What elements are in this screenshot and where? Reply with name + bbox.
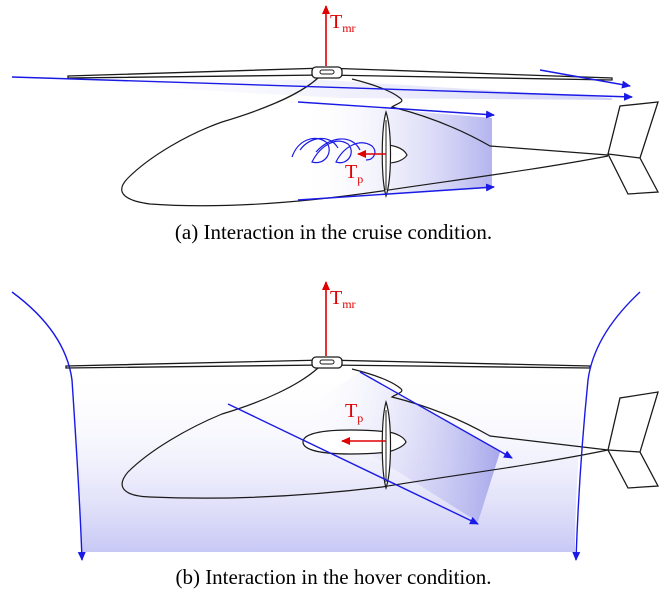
left-tip-vortex-arrow [11,291,86,561]
main-rotor-hub-cap [319,69,335,75]
fuselage-outline [121,367,609,499]
caption-cruise: (a) Interaction in the cruise condition. [174,220,493,244]
main-rotor-thrust-label: Tmr [330,287,356,311]
rotor-wake-shade [15,78,612,100]
caption-hover: (b) Interaction in the hover condition. [175,565,492,589]
propeller-swirl [291,137,376,164]
tail-fin [607,391,660,489]
propeller-upper-flow-arrow [297,101,495,119]
propeller-thrust-label: Tp [345,400,363,425]
propeller-thrust-label: Tp [345,161,363,186]
propeller-spinner [387,144,408,164]
propeller-lower-flow-arrow [297,183,495,201]
propeller-upper-flow-arrow [359,371,513,459]
main-rotor-thrust-label: Tmr [330,11,356,35]
right-tip-vortex-arrow [572,291,641,561]
panel-hover: Tmr Tp [11,281,660,561]
rotor-flow-arrow [11,76,633,101]
panel-cruise: Tmr Tp [11,5,660,207]
rotor-tip-flow-arrow [539,69,631,89]
main-rotor-hub-cap [319,359,335,365]
tail-fin [607,101,660,195]
propeller-nacelle [302,429,407,455]
propeller-lower-flow-arrow [227,403,479,525]
